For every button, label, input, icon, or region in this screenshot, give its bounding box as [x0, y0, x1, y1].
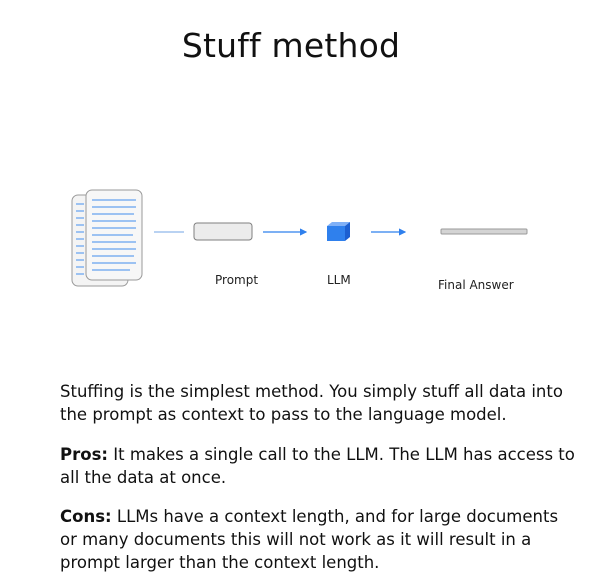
- cons-label: Cons:: [60, 507, 112, 526]
- pros-text: It makes a single call to the LLM. The L…: [60, 445, 575, 487]
- pros-paragraph: Pros: It makes a single call to the LLM.…: [60, 443, 580, 489]
- documents-icon: [71, 189, 143, 287]
- cons-text: LLMs have a context length, and for larg…: [60, 507, 559, 572]
- stuff-method-diagram: Prompt LLM Final Answer: [0, 180, 603, 310]
- diagram-graphics: [71, 189, 528, 287]
- page-title: Stuff method: [181, 26, 401, 65]
- pros-label: Pros:: [60, 445, 108, 464]
- final-answer-bar: [440, 228, 528, 235]
- final-answer-label: Final Answer: [438, 278, 514, 292]
- llm-label: LLM: [327, 273, 351, 287]
- cons-paragraph: Cons: LLMs have a context length, and fo…: [60, 505, 580, 574]
- prompt-label: Prompt: [215, 273, 259, 287]
- prompt-box: [193, 222, 253, 241]
- intro-paragraph: Stuffing is the simplest method. You sim…: [60, 382, 563, 424]
- llm-cube-icon: [327, 222, 350, 241]
